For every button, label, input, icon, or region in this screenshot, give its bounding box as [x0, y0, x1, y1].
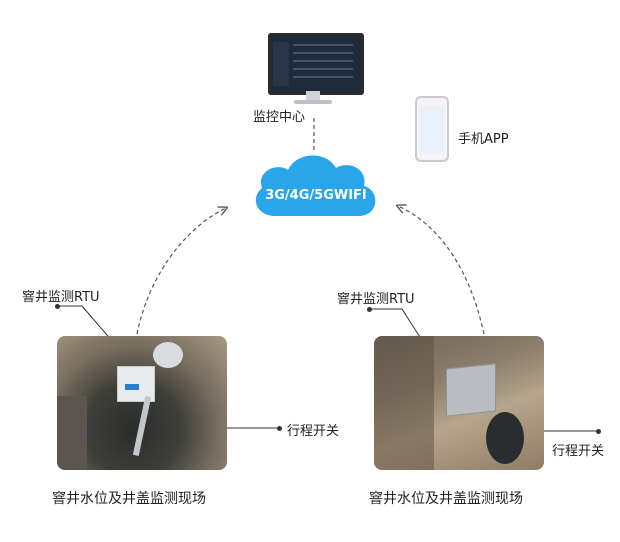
app-label: 手机APP: [458, 132, 509, 147]
monitor-base: [294, 100, 332, 104]
rtu-right-label: 窨井监测RTU: [337, 292, 415, 307]
switch-right-dot: [596, 429, 601, 434]
phone-icon: [415, 96, 449, 162]
site-right-caption: 窨井水位及井盖监测现场: [369, 491, 523, 507]
switch-right-label: 行程开关: [552, 444, 605, 459]
network-label: 3G/4G/5GWIFI: [265, 188, 367, 203]
rtu-left-label: 窨井监测RTU: [22, 290, 100, 305]
monitor-label: 监控中心: [253, 110, 306, 125]
left-site-arrow: [136, 208, 226, 335]
right-site-arrow: [398, 206, 485, 335]
switch-left-label: 行程开关: [287, 424, 340, 439]
site-right-photo: [374, 336, 544, 470]
site-left-photo: [57, 336, 227, 470]
site-left-caption: 窨井水位及井盖监测现场: [52, 491, 206, 507]
rtu-right-dot: [367, 307, 372, 312]
rtu-left-dot: [55, 304, 60, 309]
monitor-screen: [268, 33, 364, 95]
monitor-stand: [306, 91, 320, 101]
switch-left-dot: [277, 426, 282, 431]
cloud-icon: [255, 155, 376, 216]
